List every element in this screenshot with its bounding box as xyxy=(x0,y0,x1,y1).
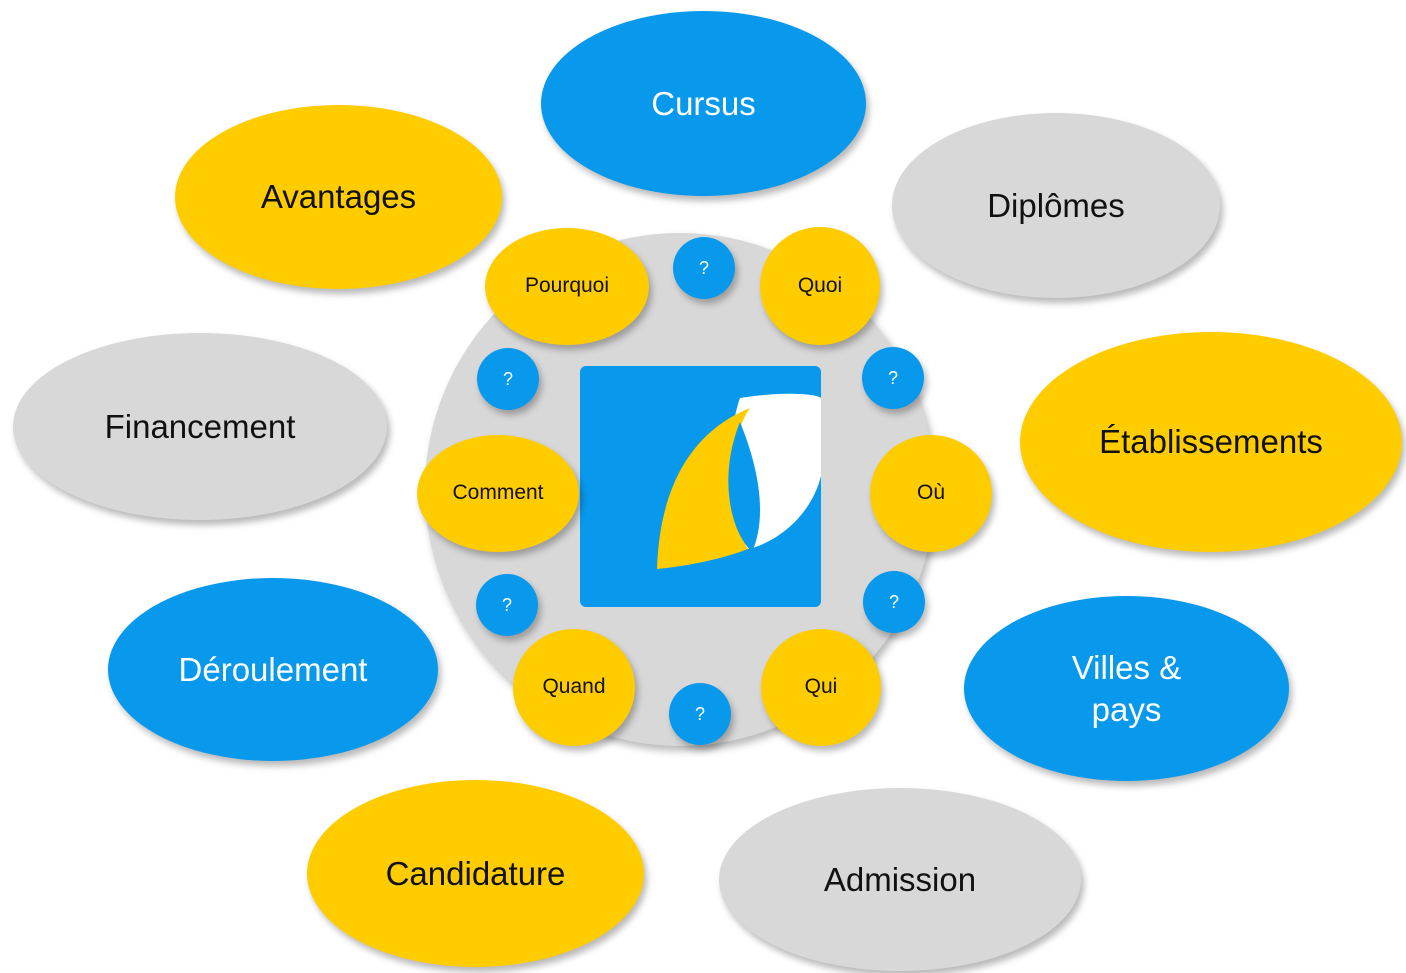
topic-financement[interactable]: Financement xyxy=(13,333,387,520)
question-comment[interactable]: Comment xyxy=(417,435,579,552)
topic-candidature-label: Candidature xyxy=(385,854,566,892)
question-pourquoi[interactable]: Pourquoi xyxy=(485,228,649,345)
topic-financement-label: Financement xyxy=(104,407,296,445)
question-mark-lower-right-label: ? xyxy=(888,591,899,612)
question-mark-upper-right-label: ? xyxy=(887,367,898,388)
topic-etablissements-label: Établissements xyxy=(1099,423,1323,461)
topic-candidature[interactable]: Candidature xyxy=(307,780,644,967)
question-quand-label: Quand xyxy=(542,675,606,699)
question-mark-bottom-label: ? xyxy=(694,703,705,724)
question-quand[interactable]: Quand xyxy=(513,629,635,746)
question-comment-label: Comment xyxy=(452,481,544,505)
topic-deroulement[interactable]: Déroulement xyxy=(108,578,438,761)
question-pourquoi-label: Pourquoi xyxy=(524,274,610,298)
center-logo xyxy=(580,366,821,607)
question-mark-bottom[interactable]: ? xyxy=(669,683,731,745)
topic-villes-pays-label: Villes & pays xyxy=(1072,647,1181,730)
topic-diplomes[interactable]: Diplômes xyxy=(892,113,1220,298)
question-mark-top-label: ? xyxy=(698,257,709,278)
question-mark-lower-left-label: ? xyxy=(501,594,512,615)
topic-etablissements[interactable]: Établissements xyxy=(1020,332,1402,552)
topic-deroulement-label: Déroulement xyxy=(178,650,368,688)
topic-villes-pays[interactable]: Villes & pays xyxy=(964,596,1289,781)
question-mark-top[interactable]: ? xyxy=(673,237,735,299)
topic-diplomes-label: Diplômes xyxy=(987,186,1125,224)
topic-cursus[interactable]: Cursus xyxy=(541,11,866,196)
question-mark-upper-left[interactable]: ? xyxy=(477,348,539,410)
topic-admission[interactable]: Admission xyxy=(719,788,1081,971)
question-ou[interactable]: Où xyxy=(870,435,992,552)
question-qui-label: Qui xyxy=(804,675,838,699)
question-ou-label: Où xyxy=(916,481,945,505)
topic-admission-label: Admission xyxy=(823,860,977,898)
question-mark-upper-right[interactable]: ? xyxy=(862,347,924,409)
question-quoi-label: Quoi xyxy=(797,273,843,297)
question-mark-upper-left-label: ? xyxy=(502,368,513,389)
topic-cursus-label: Cursus xyxy=(651,84,756,122)
topic-avantages[interactable]: Avantages xyxy=(175,105,502,289)
question-quoi[interactable]: Quoi xyxy=(760,227,880,345)
topic-villes-pays-line1: Villes & xyxy=(1071,649,1182,687)
topic-avantages-label: Avantages xyxy=(260,178,417,216)
question-mark-lower-right[interactable]: ? xyxy=(863,571,925,633)
topic-villes-pays-line2: pays xyxy=(1091,690,1162,728)
question-mark-lower-left[interactable]: ? xyxy=(476,574,538,636)
eye-logo-icon xyxy=(580,366,821,607)
question-qui[interactable]: Qui xyxy=(761,629,881,746)
